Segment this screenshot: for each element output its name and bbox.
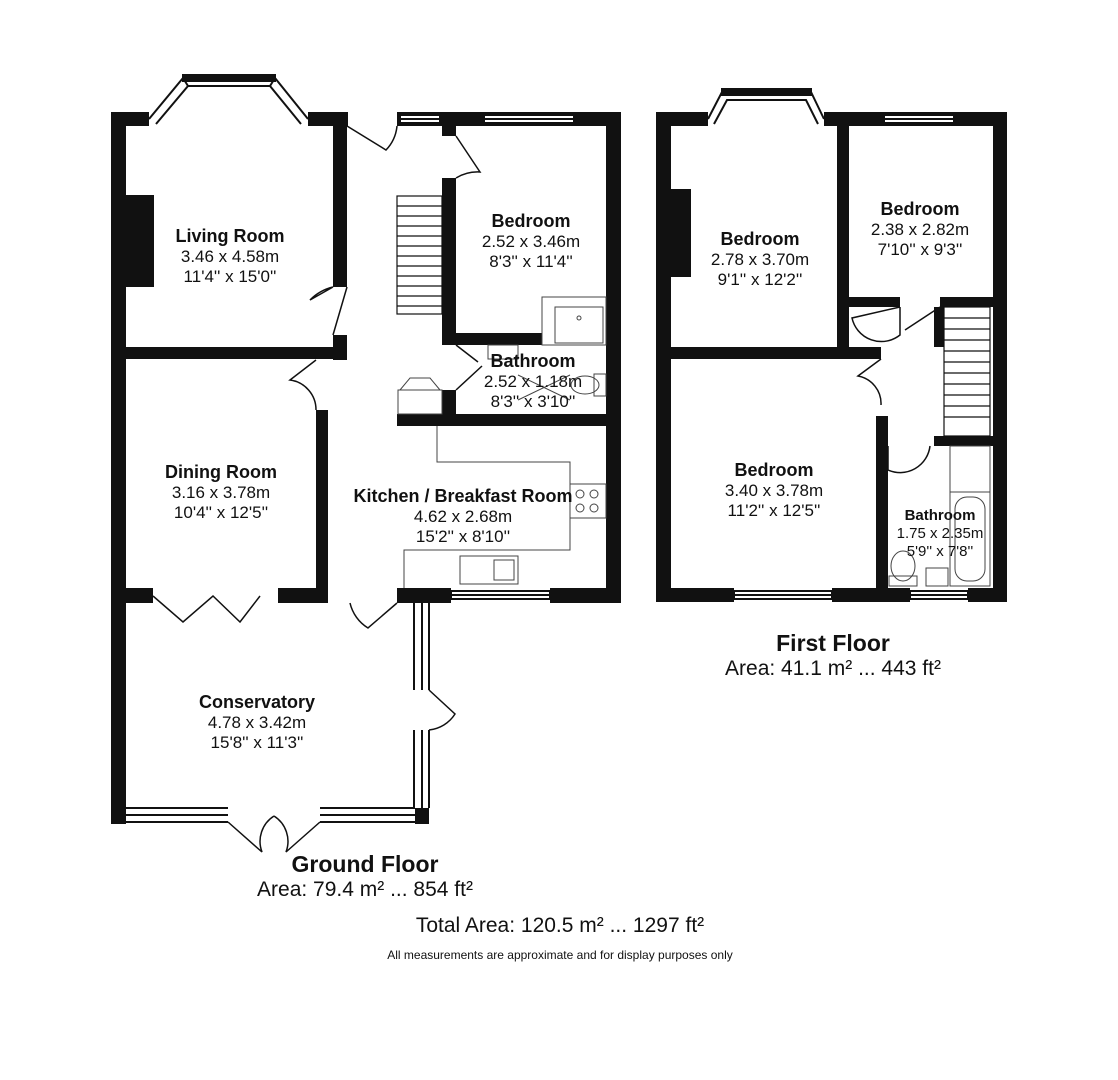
label-ground-bathroom: Bathroom 2.52 x 1.18m 8'3'' x 3'10'': [458, 351, 608, 412]
room-imperial: 10'4'' x 12'5'': [173, 503, 269, 522]
room-imperial: 8'3'' x 11'4'': [489, 252, 573, 271]
label-conservatory: Conservatory 4.78 x 3.42m 15'8'' x 11'3'…: [186, 692, 328, 753]
room-metric: 2.38 x 2.82m: [870, 220, 970, 239]
room-imperial: 11'2'' x 12'5'': [727, 501, 821, 520]
ground-floor-walls: [111, 112, 621, 824]
room-name: Living Room: [175, 226, 285, 246]
first-floor-title: First Floor: [776, 630, 890, 656]
room-metric: 3.46 x 4.58m: [180, 247, 280, 266]
first-floor-fixtures: [888, 445, 991, 587]
ground-floor-fixtures: [397, 296, 607, 588]
ground-floor-caption: Ground Floor Area: 79.4 m² ... 854 ft²: [200, 851, 530, 902]
first-floor-caption: First Floor Area: 41.1 m² ... 443 ft²: [668, 630, 998, 681]
room-metric: 2.78 x 3.70m: [710, 250, 810, 269]
room-name: Conservatory: [198, 692, 316, 712]
first-floor-walls: [656, 112, 1007, 602]
room-metric: 4.62 x 2.68m: [413, 507, 513, 526]
ground-floor-title: Ground Floor: [291, 851, 439, 877]
room-metric: 3.40 x 3.78m: [724, 481, 824, 500]
label-living-room: Living Room 3.46 x 4.58m 11'4'' x 15'0'': [150, 226, 310, 287]
room-imperial: 8'3'' x 3'10'': [490, 392, 576, 411]
first-floor-doors: [851, 306, 941, 474]
ground-floor-doors: [152, 125, 483, 853]
label-kitchen: Kitchen / Breakfast Room 4.62 x 2.68m 15…: [338, 486, 588, 547]
room-name: Bedroom: [880, 199, 960, 219]
room-name: Kitchen / Breakfast Room: [353, 486, 573, 506]
first-floor-area: Area: 41.1 m² ... 443 ft²: [725, 657, 941, 680]
label-first-bedroom-1: Bedroom 2.78 x 3.70m 9'1'' x 12'2'': [690, 229, 830, 290]
first-floor-windows: [707, 88, 969, 600]
total-area: Total Area: 120.5 m² ... 1297 ft²: [415, 914, 705, 937]
room-metric: 1.75 x 2.35m: [896, 525, 984, 542]
room-name: Bedroom: [720, 229, 800, 249]
room-metric: 2.52 x 3.46m: [481, 232, 581, 251]
label-first-bathroom: Bathroom 1.75 x 2.35m 5'9'' x 7'8'': [884, 507, 996, 561]
disclaimer: All measurements are approximate and for…: [387, 948, 733, 962]
ground-floor-stairs: [396, 195, 443, 315]
room-name: Bathroom: [904, 507, 976, 524]
ground-floor-area: Area: 79.4 m² ... 854 ft²: [257, 878, 473, 901]
ground-floor-windows: [126, 74, 575, 823]
room-name: Bathroom: [490, 351, 576, 371]
room-metric: 2.52 x 1.18m: [483, 372, 583, 391]
label-dining-room: Dining Room 3.16 x 3.78m 10'4'' x 12'5'': [140, 462, 302, 523]
label-first-bedroom-3: Bedroom 3.40 x 3.78m 11'2'' x 12'5'': [700, 460, 848, 521]
room-name: Dining Room: [165, 462, 277, 482]
room-metric: 4.78 x 3.42m: [207, 713, 307, 732]
label-first-bedroom-2: Bedroom 2.38 x 2.82m 7'10'' x 9'3'': [850, 199, 990, 260]
label-ground-bedroom: Bedroom 2.52 x 3.46m 8'3'' x 11'4'': [456, 211, 606, 272]
room-imperial: 15'8'' x 11'3'': [210, 733, 304, 752]
room-name: Bedroom: [491, 211, 571, 231]
room-imperial: 7'10'' x 9'3'': [877, 240, 963, 259]
room-metric: 3.16 x 3.78m: [171, 483, 271, 502]
room-name: Bedroom: [734, 460, 814, 480]
first-floor-stairs: [943, 306, 991, 437]
room-imperial: 9'1'' x 12'2'': [717, 270, 803, 289]
room-imperial: 11'4'' x 15'0'': [183, 267, 277, 286]
room-imperial: 5'9'' x 7'8'': [906, 543, 974, 560]
room-imperial: 15'2'' x 8'10'': [415, 527, 511, 546]
